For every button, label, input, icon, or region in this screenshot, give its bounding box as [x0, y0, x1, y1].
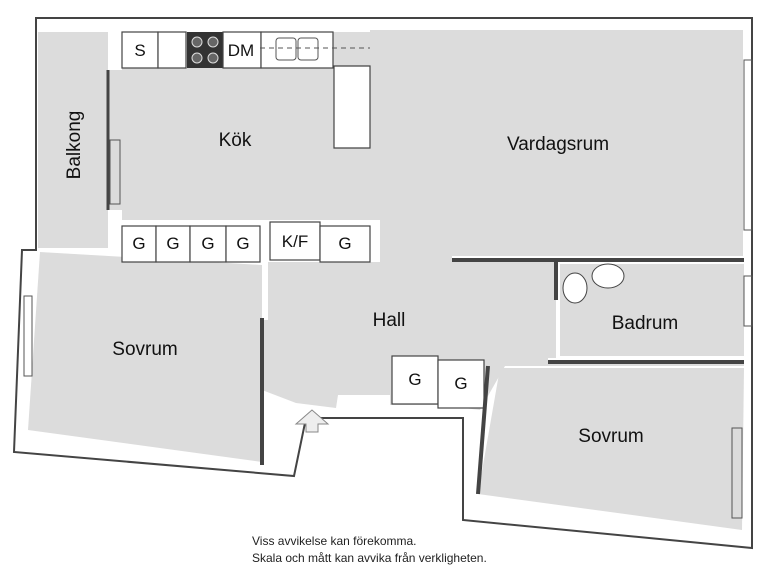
window: [109, 139, 121, 205]
label-wardrobe: G: [454, 374, 467, 393]
window: [731, 427, 743, 519]
toilet-icon: [562, 272, 588, 304]
floor-balcony: [38, 32, 108, 248]
label-bedroom-right: Sovrum: [578, 426, 643, 447]
label-bathroom: Badrum: [612, 313, 679, 334]
entrance-arrow-icon: [294, 409, 330, 433]
window: [743, 275, 753, 327]
label-wardrobe: G: [338, 234, 351, 253]
sink-icon: [297, 37, 319, 61]
wardrobe: [155, 225, 191, 263]
label-living-room: Vardagsrum: [507, 134, 609, 155]
label-wardrobe: G: [166, 234, 179, 253]
interior-wall: [476, 365, 490, 495]
label-balcony: Balkong: [64, 111, 85, 180]
floor-bedroom-left: [28, 252, 262, 462]
label-dishwasher: DM: [228, 41, 254, 60]
fridge-freezer-unit: [269, 221, 321, 261]
wardrobe: [437, 359, 485, 409]
label-wardrobe: G: [201, 234, 214, 253]
label-hall: Hall: [373, 310, 406, 331]
floor-kitchen-living: [108, 30, 743, 262]
label-bedroom-left: Sovrum: [112, 339, 177, 360]
kitchen-counter: [333, 65, 371, 149]
wardrobe: [225, 225, 261, 263]
label-fridge-freezer: K/F: [282, 232, 308, 251]
wardrobe: [319, 225, 371, 263]
floor-bedroom-right: [478, 368, 744, 530]
cabinet-blank: [157, 31, 187, 69]
stove-burner: [207, 36, 219, 48]
label-wardrobe: G: [236, 234, 249, 253]
sink-unit: [260, 31, 334, 69]
floor-hall: [262, 262, 744, 410]
floor-bathroom: [560, 264, 744, 356]
stove-burner: [191, 52, 203, 64]
stove-burner: [191, 36, 203, 48]
window: [23, 295, 33, 377]
wardrobe: [189, 225, 227, 263]
label-stove-side: S: [134, 41, 145, 60]
sink-icon: [275, 37, 297, 61]
label-wardrobe: G: [132, 234, 145, 253]
wardrobe: [391, 355, 439, 405]
label-wardrobe: G: [408, 370, 421, 389]
disclaimer: Viss avvikelse kan förekomma. Skala och …: [252, 533, 487, 567]
sink-basin-icon: [591, 263, 625, 289]
label-kitchen: Kök: [219, 130, 252, 151]
window: [743, 59, 753, 231]
dishwasher-unit: [222, 31, 262, 69]
disclaimer-line-2: Skala och mått kan avvika från verklighe…: [252, 551, 487, 565]
disclaimer-line-1: Viss avvikelse kan förekomma.: [252, 534, 417, 548]
cabinet-stove-side: [121, 31, 159, 69]
stove: [187, 32, 223, 68]
stove-burner: [207, 52, 219, 64]
